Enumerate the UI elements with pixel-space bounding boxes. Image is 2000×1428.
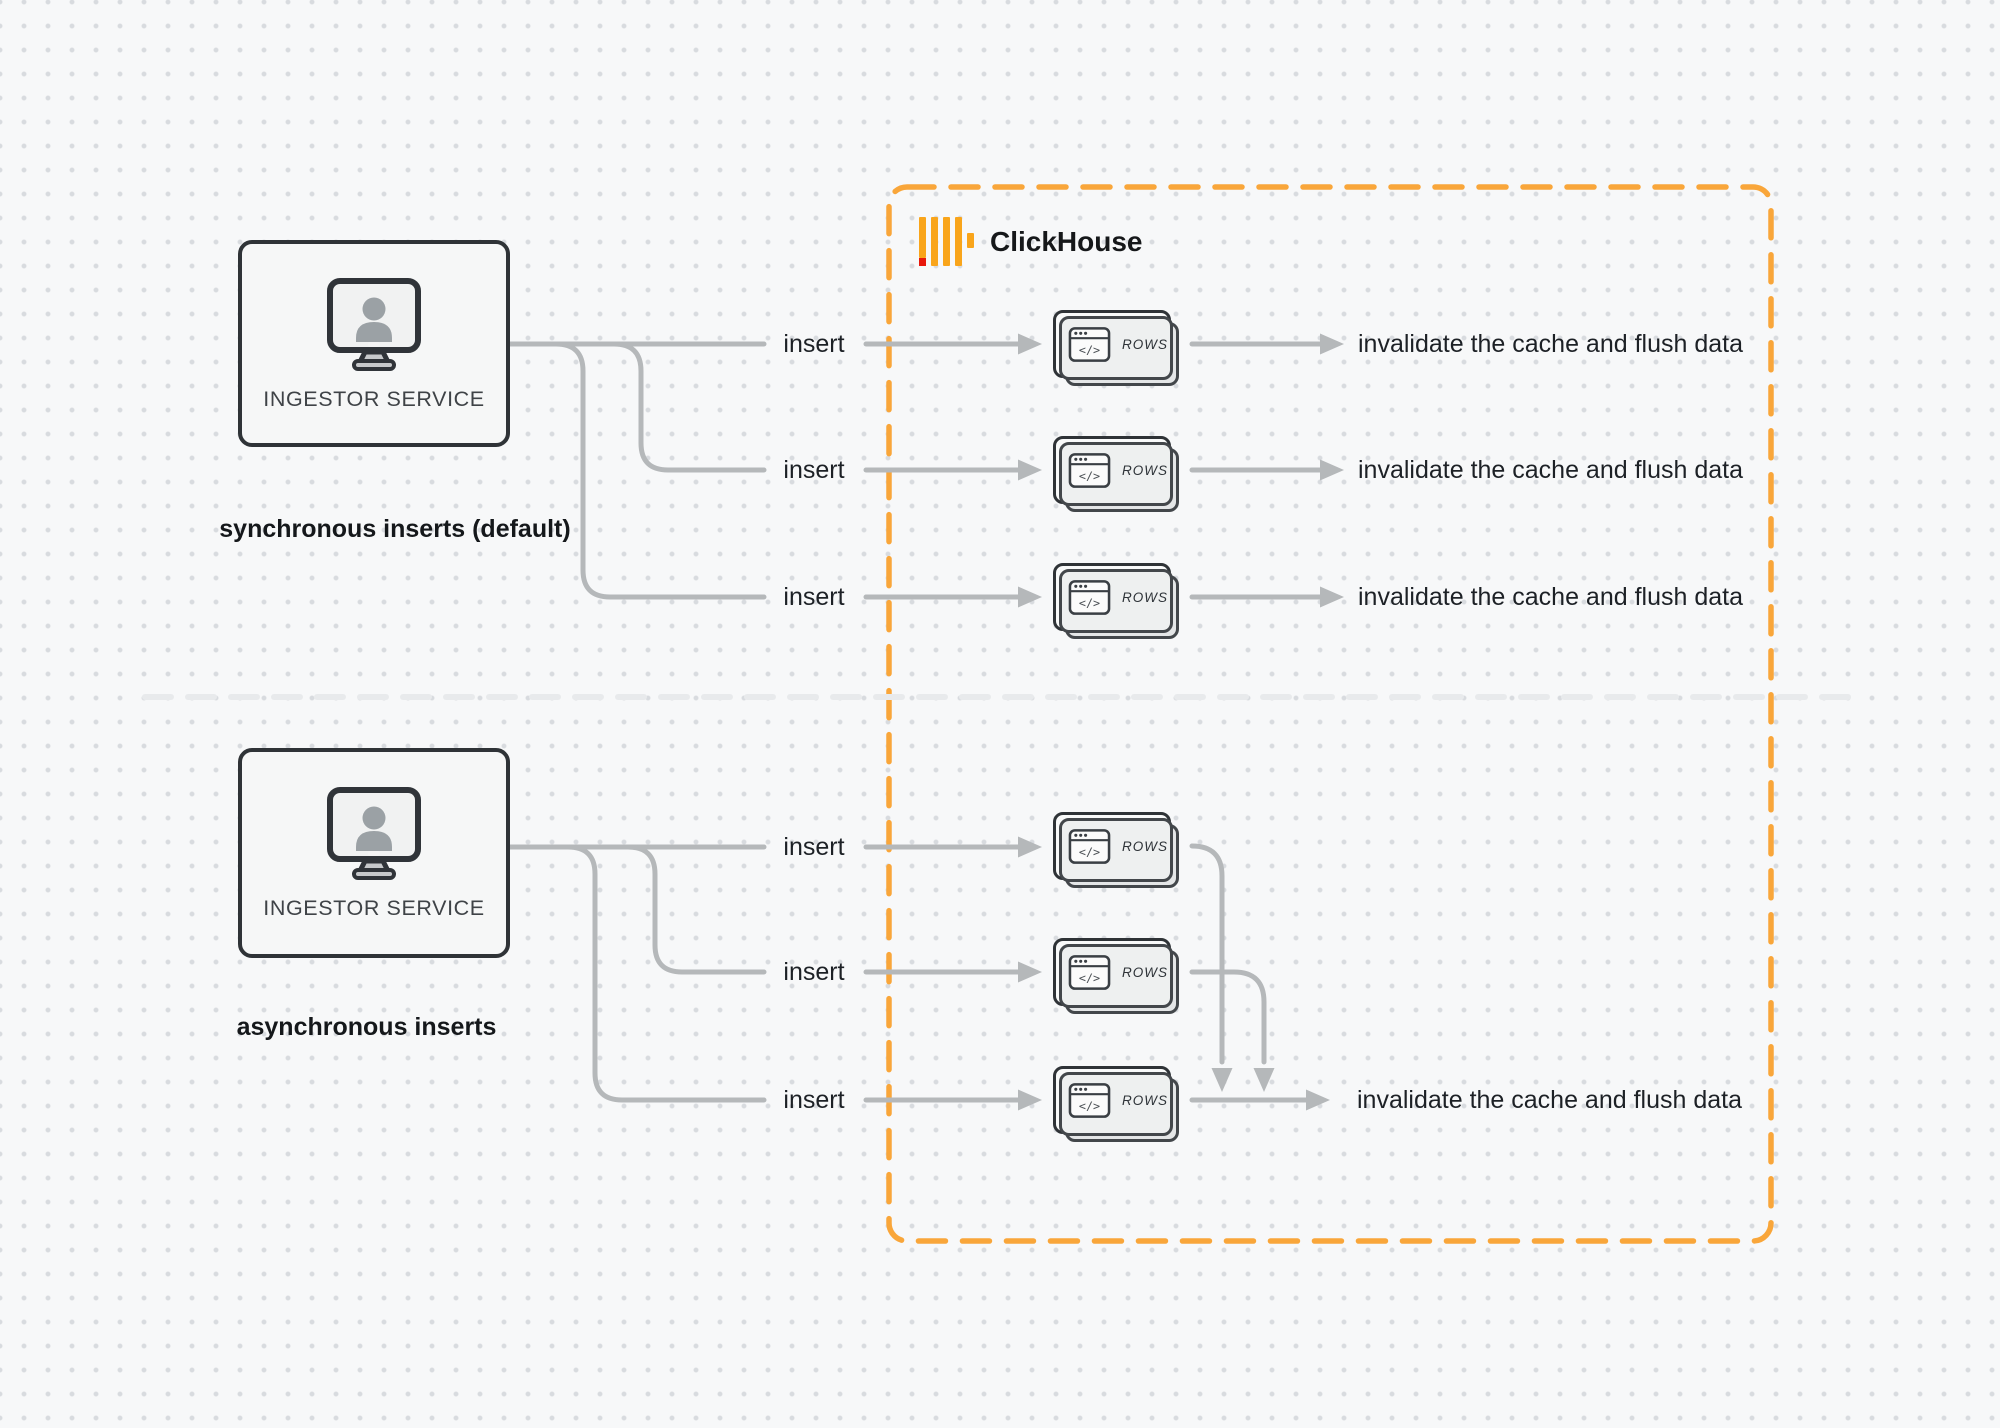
async-converge-1 — [1189, 843, 1225, 1065]
monitor-user-icon — [327, 277, 421, 371]
clickhouse-logo-icon — [919, 217, 979, 267]
ingestor-service-label: INGESTOR SERVICE — [263, 386, 485, 411]
browser-code-icon: </> — [1068, 954, 1111, 990]
async-converge-2 — [1189, 969, 1267, 1065]
svg-text:</>: </> — [1079, 595, 1100, 609]
rows-node: </> ROWS — [1053, 812, 1179, 888]
rows-label: ROWS — [1122, 589, 1168, 605]
browser-code-icon: </> — [1068, 326, 1111, 362]
result-label: invalidate the cache and flush data — [1358, 329, 1743, 358]
sync-caption: synchronous inserts (default) — [219, 515, 571, 543]
insert-label: insert — [783, 582, 845, 611]
rows-node: </> ROWS — [1053, 563, 1179, 639]
async-branch-2 — [505, 844, 767, 975]
rows-label: ROWS — [1122, 964, 1168, 980]
sync-branch-2 — [505, 341, 767, 473]
result-label: invalidate the cache and flush data — [1358, 582, 1743, 611]
browser-code-icon: </> — [1068, 1082, 1111, 1118]
arrowhead-right — [1320, 586, 1344, 608]
arrowhead-down — [1253, 1068, 1275, 1092]
rows-label: ROWS — [1122, 838, 1168, 854]
rows-node: </> ROWS — [1053, 938, 1179, 1014]
async-caption: asynchronous inserts — [236, 1013, 497, 1041]
ingestor-service-label: INGESTOR SERVICE — [263, 896, 485, 920]
result-label: invalidate the cache and flush data — [1357, 1085, 1742, 1114]
svg-text:</>: </> — [1079, 468, 1100, 482]
rows-label: ROWS — [1122, 336, 1168, 352]
svg-text:</>: </> — [1079, 844, 1100, 858]
rows-label: ROWS — [1122, 462, 1168, 478]
monitor-user-icon — [327, 787, 421, 880]
browser-code-icon: </> — [1068, 828, 1111, 864]
arrowhead-right — [1320, 459, 1344, 481]
arrowhead-right — [1306, 1089, 1330, 1111]
rows-label: ROWS — [1122, 1092, 1168, 1108]
ingestor-service-node-async: INGESTOR SERVICE — [238, 748, 510, 958]
arrowhead-right — [1320, 333, 1344, 355]
ingestor-service-node-sync: INGESTOR SERVICE — [238, 240, 510, 447]
browser-code-icon: </> — [1068, 452, 1111, 488]
result-label: invalidate the cache and flush data — [1358, 455, 1743, 484]
arrowhead-down — [1211, 1068, 1233, 1092]
insert-label: insert — [783, 832, 845, 861]
sync-branch-3 — [505, 341, 767, 600]
arrowhead-right — [1018, 961, 1042, 983]
arrowhead-right — [1018, 586, 1042, 608]
rows-node: </> ROWS — [1053, 436, 1179, 512]
svg-text:</>: </> — [1079, 1098, 1100, 1112]
rows-node: </> ROWS — [1053, 1066, 1179, 1142]
clickhouse-boundary-box — [886, 184, 1774, 1244]
arrowhead-right — [1018, 459, 1042, 481]
insert-label: insert — [783, 329, 845, 358]
clickhouse-label: ClickHouse — [990, 226, 1143, 257]
insert-label: insert — [783, 455, 845, 484]
insert-label: insert — [783, 957, 845, 986]
browser-code-icon: </> — [1068, 579, 1111, 615]
svg-text:</>: </> — [1079, 970, 1100, 984]
insert-label: insert — [783, 1085, 845, 1114]
async-branch-3 — [505, 844, 767, 1103]
arrowhead-right — [1018, 1089, 1042, 1111]
arrowhead-right — [1018, 333, 1042, 355]
rows-node: </> ROWS — [1053, 310, 1179, 386]
svg-text:</>: </> — [1079, 342, 1100, 356]
arrowhead-right — [1018, 836, 1042, 858]
